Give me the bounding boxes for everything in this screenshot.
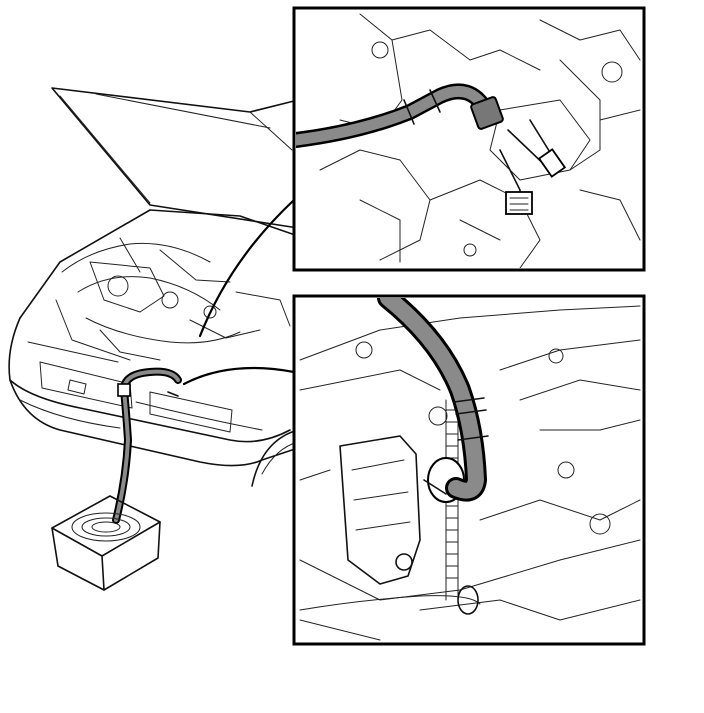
detail-panel-bottom xyxy=(292,294,646,646)
car-overview xyxy=(8,87,299,487)
detail-panel-top xyxy=(292,6,646,272)
leader-top xyxy=(198,198,296,338)
leader-bottom xyxy=(182,366,296,386)
drain-hose xyxy=(112,367,182,524)
drain-pan xyxy=(51,495,161,591)
